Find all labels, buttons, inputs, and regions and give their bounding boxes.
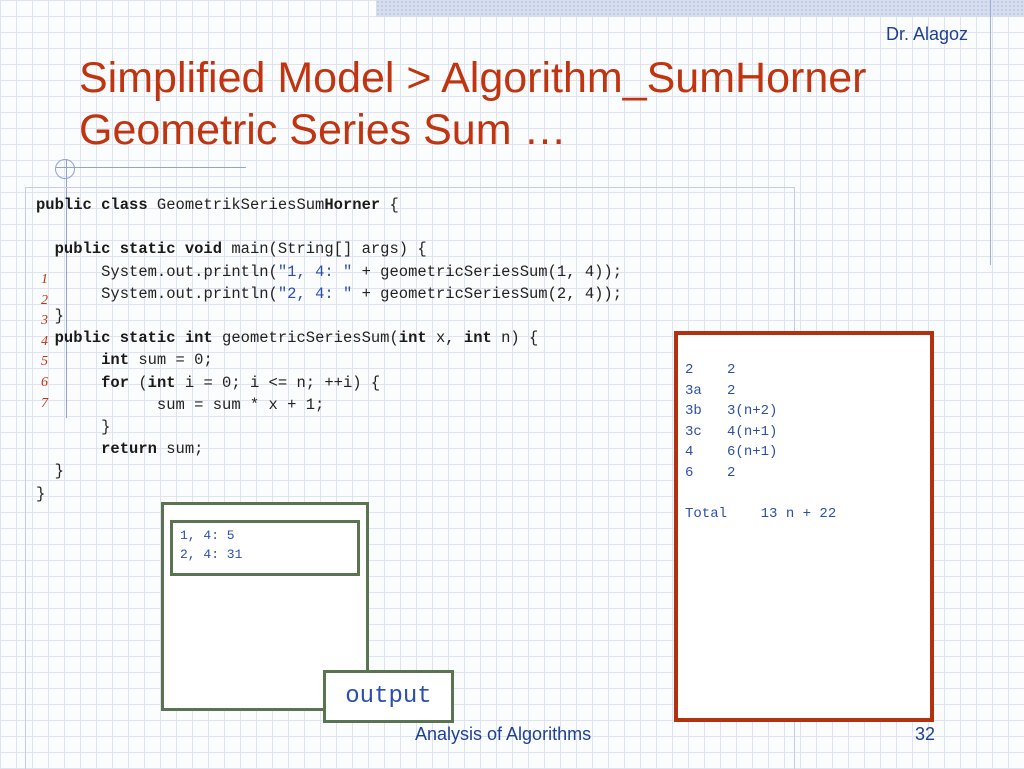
code-line: sum = sum * x + 1; <box>156 395 325 414</box>
top-decor-bar <box>376 0 1024 17</box>
cost-row: 2 2 <box>685 362 736 378</box>
line-number: 3 <box>41 313 48 329</box>
cost-row: 3c 4(n+1) <box>685 423 778 440</box>
page-number: 32 <box>915 724 936 744</box>
cost-row: 4 6(n+1) <box>685 444 778 460</box>
slide-title: Simplified Model > Algorithm_SumHorner G… <box>79 52 866 156</box>
code-listing: public class GeometrikSeriesSumHorner { ​… <box>36 194 622 505</box>
line-number: 2 <box>41 292 48 308</box>
cost-row: 3b 3(n+2) <box>685 403 778 419</box>
code-line: public static void main(String[] args) { <box>54 240 427 259</box>
cost-total-row: Total 13 n + 22 <box>685 505 837 522</box>
decor-vertical-line <box>990 0 991 265</box>
title-rule <box>56 167 246 168</box>
code-line: System.out.println("2, 4: " + geometricS… <box>101 284 623 303</box>
cost-table-box <box>674 331 934 722</box>
code-line: public class GeometrikSeriesSumHorner { <box>36 196 399 214</box>
line-number: 7 <box>41 395 48 411</box>
cost-row: 3a 2 <box>685 382 736 399</box>
cost-row: ​ <box>685 483 836 504</box>
output-line-1: 1, 4: 5 <box>180 528 235 543</box>
code-line: for (int i = 0; i <= n; ++i) { <box>101 373 381 392</box>
author-label: Dr. Alagoz <box>885 24 968 44</box>
code-line: ​ <box>36 216 622 238</box>
line-number: 4 <box>41 333 48 349</box>
footer-course: Analysis of Algorithms <box>415 724 592 744</box>
code-line: return sum; <box>101 440 204 459</box>
code-line: System.out.println("1, 4: " + geometricS… <box>101 262 623 281</box>
title-line-1: Simplified Model > Algorithm_SumHorner <box>79 54 867 102</box>
code-line: } <box>54 307 64 326</box>
output-label: output <box>323 670 454 723</box>
code-line: int sum = 0; <box>101 351 213 370</box>
output-line-2: 2, 4: 31 <box>180 547 243 562</box>
code-line: } <box>101 418 111 437</box>
crosshair-decor <box>55 159 75 179</box>
title-line-2: Geometric Series Sum … <box>79 106 567 154</box>
line-numbers: 1 2 3 4 5 6 7 <box>41 270 48 414</box>
cost-row: 6 2 <box>685 464 736 481</box>
cost-table: 2 2 3a 2 3b 3(n+2) 3c 4(n+1) 4 6(n+1) 6 2 ​Tot… <box>685 360 836 524</box>
line-number: 6 <box>41 374 48 390</box>
output-text: 1, 4: 5 2, 4: 31 <box>180 526 242 564</box>
code-line: public static int geometricSeriesSum(int… <box>54 329 539 348</box>
code-line: } <box>36 484 46 503</box>
line-number: 1 <box>41 272 48 287</box>
decor-vertical-rule <box>66 160 67 418</box>
output-console <box>170 520 360 576</box>
line-number: 5 <box>41 354 48 370</box>
code-line: } <box>54 462 64 481</box>
